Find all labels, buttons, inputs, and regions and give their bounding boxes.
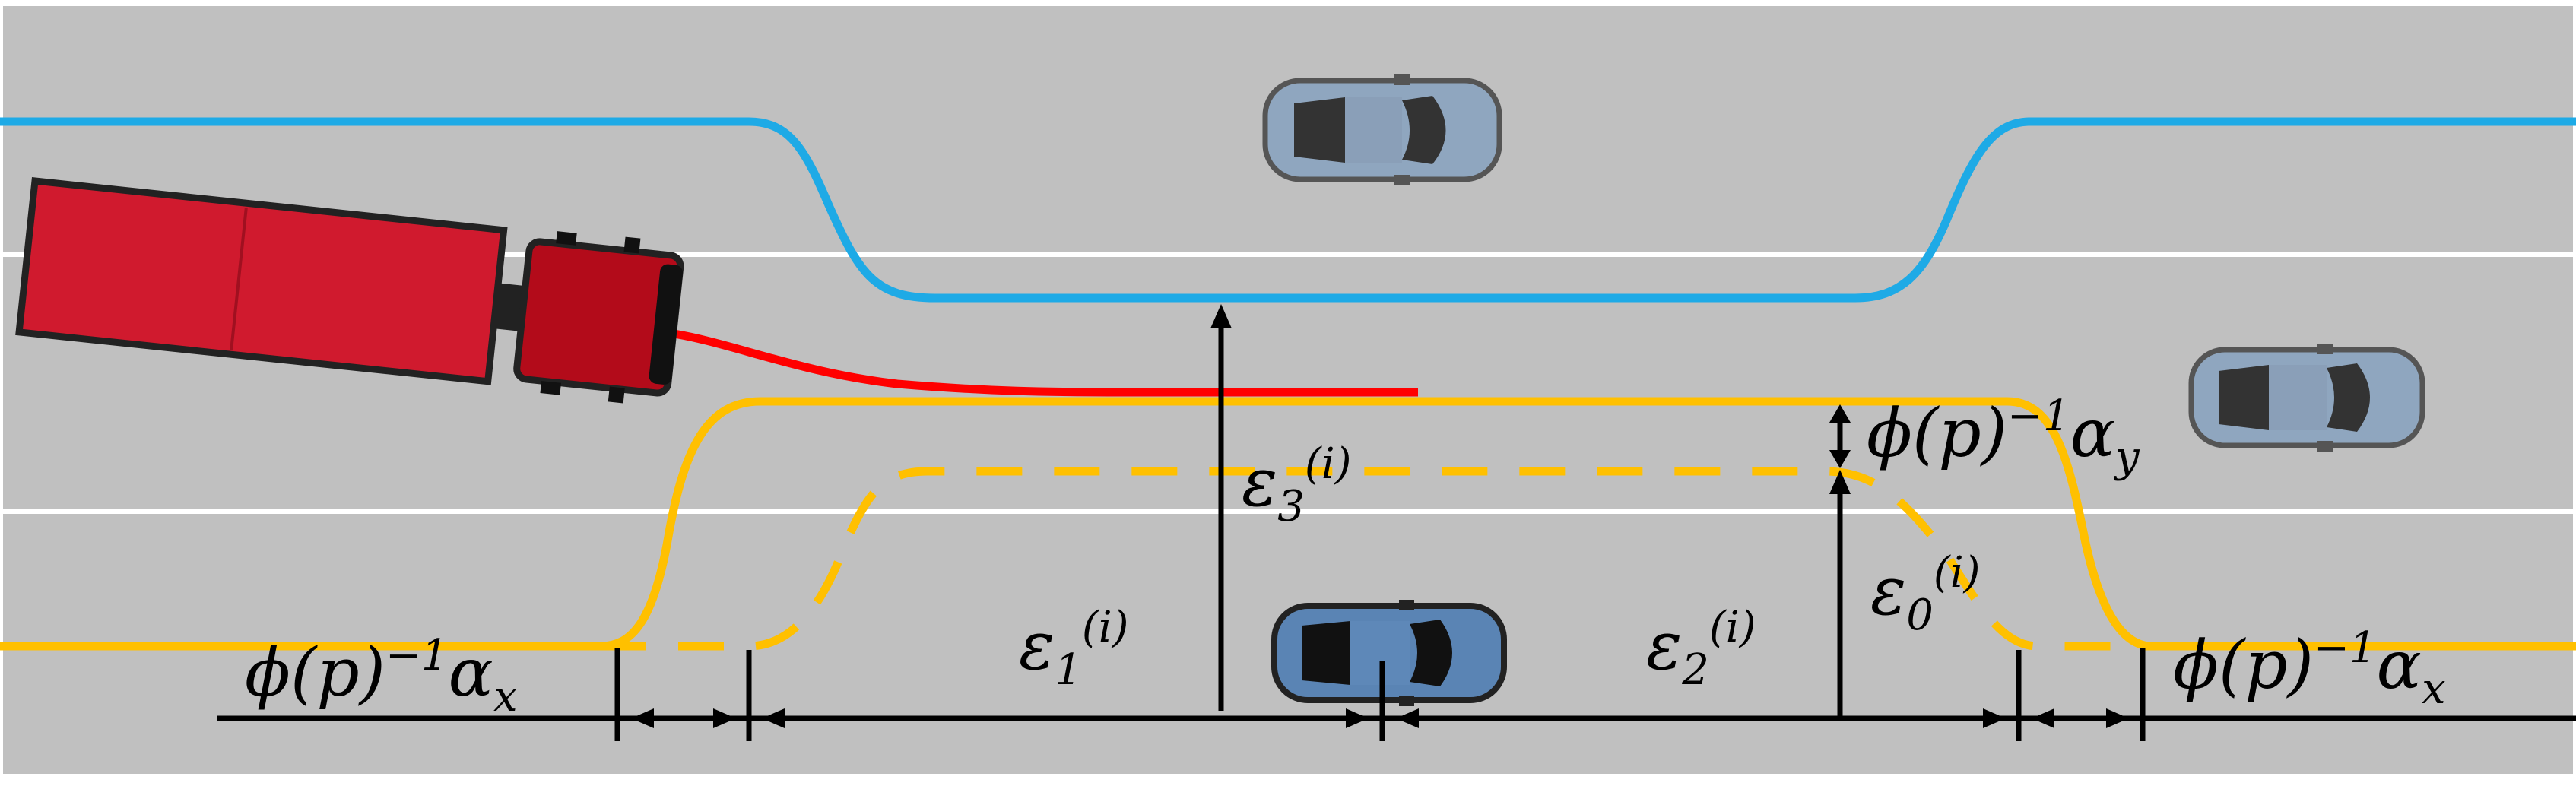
epsilon-0-label: ε0(i) (1870, 548, 1980, 640)
epsilon-3-label: ε3(i) (1242, 439, 1351, 531)
car-icon (1271, 600, 1507, 706)
dimension-arrowheads (631, 304, 2129, 728)
lateral-margin-label: ϕ(p)−1αy (1867, 391, 2140, 482)
car-icon (2188, 344, 2425, 452)
truck-trajectory-red (668, 328, 1418, 397)
left-margin-label: ϕ(p)−1αx (245, 631, 518, 721)
nominal-path-dashed (601, 467, 2152, 651)
epsilon-1-label: ε1(i) (1019, 603, 1128, 695)
reference-path-blue (0, 117, 2576, 303)
epsilon-2-label: ε2(i) (1646, 603, 1756, 695)
right-margin-label: ϕ(p)−1αx (2173, 623, 2446, 714)
truck-icon (15, 177, 684, 404)
planned-path-orange (0, 397, 2576, 651)
car-icon (1262, 74, 1502, 185)
